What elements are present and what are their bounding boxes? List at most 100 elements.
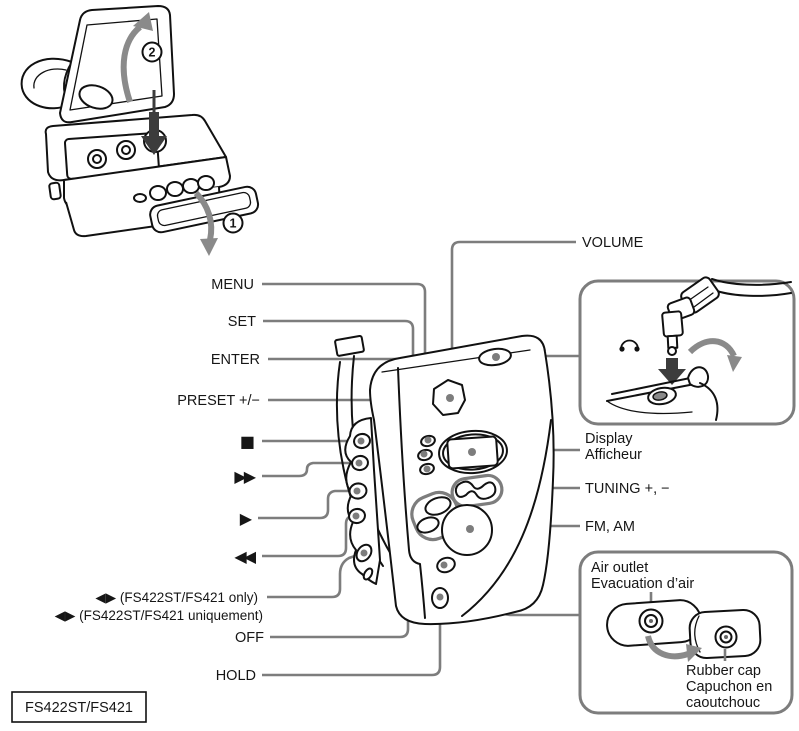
step-2-number: 2 bbox=[149, 46, 156, 60]
tuning-rocker bbox=[454, 480, 497, 500]
rubber-cap-dot bbox=[724, 635, 728, 639]
dot-volume bbox=[446, 394, 454, 402]
preset-plus-button bbox=[424, 496, 452, 516]
dot-play bbox=[353, 487, 361, 495]
label-rubber-cap-fr1: Capuchon en bbox=[686, 679, 772, 695]
headphone-inset-box bbox=[578, 279, 796, 426]
plug-cable-bottom bbox=[716, 290, 792, 297]
callout-line-volume bbox=[450, 240, 576, 392]
air-outlet-inset: Air outlet Evacuation d’air Rubber cap C… bbox=[578, 550, 794, 715]
model-badge-text: FS422ST/FS421 bbox=[25, 700, 133, 716]
label-rubber-cap-en: Rubber cap bbox=[686, 663, 761, 679]
label-rewind-icon: ◀◀ bbox=[234, 547, 256, 566]
dot-menu bbox=[424, 436, 432, 444]
headphones-icon bbox=[619, 339, 640, 352]
front-button-2 bbox=[166, 181, 184, 197]
side-strip-hole bbox=[362, 567, 374, 581]
cassette-hub-left-inner bbox=[92, 154, 102, 164]
air-outlet-hole-dot bbox=[649, 619, 653, 623]
step-1-arrowhead bbox=[200, 238, 218, 256]
callout-line-hold bbox=[262, 604, 442, 677]
label-play-icon: ▶ bbox=[240, 509, 253, 528]
corner-rubber-cap bbox=[687, 366, 710, 388]
front-button-1 bbox=[149, 185, 167, 201]
model-badge-box bbox=[11, 691, 147, 723]
label-air-outlet-en: Air outlet bbox=[591, 560, 648, 576]
step-2-arrow bbox=[120, 24, 143, 103]
callout-line-rewind bbox=[262, 514, 353, 558]
label-enter: ENTER bbox=[211, 352, 260, 368]
dot-jack bbox=[492, 353, 500, 361]
front-button-3 bbox=[182, 178, 200, 194]
model-badge: FS422ST/FS421 bbox=[11, 691, 147, 723]
rotate-arrow-icon bbox=[687, 338, 737, 358]
dot-enter bbox=[423, 465, 431, 473]
label-stop-icon: ■ bbox=[240, 432, 254, 451]
dot-cue bbox=[360, 549, 368, 557]
case-lid-window bbox=[78, 84, 114, 110]
corner-jack-inner bbox=[652, 391, 668, 401]
insert-arrow-icon bbox=[141, 112, 167, 155]
front-small-button bbox=[133, 193, 147, 203]
label-cue-en: ◀▶ (FS422ST/FS421 only) bbox=[95, 590, 258, 605]
headphone-inset bbox=[578, 276, 796, 426]
label-volume: VOLUME bbox=[582, 235, 644, 251]
step-2-arrowhead bbox=[133, 12, 153, 31]
open-case-illustration: 2 1 bbox=[20, 5, 260, 256]
label-air-outlet-fr: Evacuation d’air bbox=[591, 576, 694, 592]
corner-edge-top bbox=[611, 375, 701, 395]
plug-grip-ridges bbox=[687, 286, 714, 308]
label-rubber-cap-fr2: caoutchouc bbox=[686, 695, 760, 711]
dot-ff bbox=[355, 459, 363, 467]
label-off: OFF bbox=[235, 630, 264, 646]
step-1-arrow bbox=[193, 190, 215, 241]
tuning-rocker-ring bbox=[450, 473, 504, 509]
callout-line-cue bbox=[267, 553, 359, 599]
plug-barrel bbox=[661, 310, 684, 338]
label-hold: HOLD bbox=[216, 668, 256, 684]
display-bezel-inner bbox=[442, 433, 504, 471]
label-display-fr: Afficheur bbox=[585, 447, 642, 463]
front-button-4 bbox=[197, 175, 215, 191]
label-tuning: TUNING +, − bbox=[585, 481, 670, 497]
plug-down-arrow-icon bbox=[658, 358, 686, 385]
dot-band bbox=[466, 525, 474, 533]
dot-hold bbox=[436, 593, 444, 601]
cassette-hub-left bbox=[87, 149, 107, 169]
callout-line-menu bbox=[262, 282, 427, 433]
label-display-en: Display bbox=[585, 431, 633, 447]
dot-display bbox=[468, 448, 476, 456]
case-handle-line bbox=[33, 68, 67, 89]
label-band: FM, AM bbox=[585, 519, 635, 535]
dot-set bbox=[420, 450, 428, 458]
cap-swing-arrowhead bbox=[686, 644, 702, 662]
strap-clip bbox=[334, 335, 365, 357]
dot-off bbox=[440, 561, 448, 569]
cassette-hub-right bbox=[116, 140, 136, 160]
corner-body-edge bbox=[699, 382, 719, 421]
step-1-number: 1 bbox=[230, 217, 237, 231]
case-latch bbox=[48, 181, 62, 201]
plug-tip bbox=[667, 346, 677, 356]
label-cue-fr: ◀▶ (FS422ST/FS421 uniquement) bbox=[55, 608, 263, 623]
label-set: SET bbox=[228, 314, 256, 330]
main-device-illustration bbox=[334, 334, 555, 626]
device-face-curve bbox=[461, 419, 552, 617]
plug-cable-top bbox=[711, 278, 792, 286]
label-preset: PRESET +/− bbox=[177, 393, 260, 409]
step-1-badge bbox=[222, 212, 244, 234]
rotate-arrowhead bbox=[727, 355, 742, 372]
device-panel-line bbox=[397, 367, 426, 619]
case-handle bbox=[20, 57, 73, 110]
step-2-badge bbox=[141, 41, 163, 63]
callout-line-ff bbox=[262, 461, 351, 478]
dot-rewind bbox=[352, 512, 360, 520]
label-ff-icon: ▶▶ bbox=[234, 467, 256, 486]
dot-stop bbox=[357, 437, 365, 445]
preset-minus-button bbox=[416, 516, 440, 534]
corner-body-lower bbox=[606, 400, 693, 415]
cap-swing-arrow bbox=[645, 635, 689, 660]
cassette-hub-right-inner bbox=[121, 145, 131, 155]
